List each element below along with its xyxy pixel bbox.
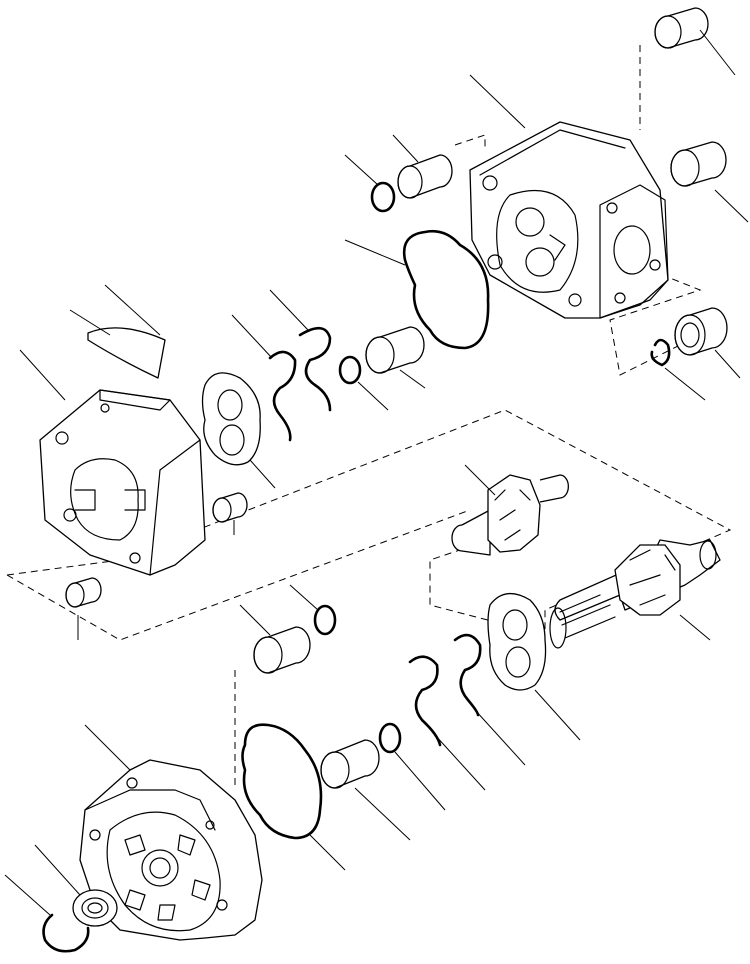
bushing-small-mid	[212, 492, 248, 535]
seal-bottom	[34, 844, 118, 927]
o-ring-upper	[344, 154, 396, 213]
snap-ring-upper-b	[231, 314, 297, 442]
assembly-guides	[6, 45, 732, 790]
plate-upper	[201, 372, 276, 489]
bearing-right	[674, 307, 741, 379]
snap-ring-right	[650, 338, 706, 401]
bushing-lower-top	[239, 604, 311, 674]
snap-ring-lower-b	[408, 655, 486, 791]
bushing-center	[365, 326, 426, 389]
o-ring-lower	[378, 722, 446, 811]
bushing-upper	[392, 134, 453, 199]
bushing-lower	[320, 739, 411, 841]
o-ring-center	[338, 355, 389, 411]
gear-drive	[451, 464, 569, 556]
snap-ring-bottom	[4, 874, 90, 953]
seal-curved	[69, 309, 166, 379]
snap-ring-lower-a	[453, 633, 526, 766]
plate-lower	[487, 593, 581, 741]
shaft-gear	[549, 539, 721, 649]
gasket-lower	[241, 723, 346, 871]
gasket-upper	[344, 230, 490, 350]
bushing-right	[670, 141, 749, 223]
o-ring-lower-top	[289, 584, 337, 636]
body-left	[19, 349, 206, 576]
bushing-top-right	[654, 7, 736, 76]
snap-ring-upper-a	[269, 289, 332, 412]
bushing-small-left	[65, 577, 102, 640]
housing-top	[469, 74, 669, 319]
